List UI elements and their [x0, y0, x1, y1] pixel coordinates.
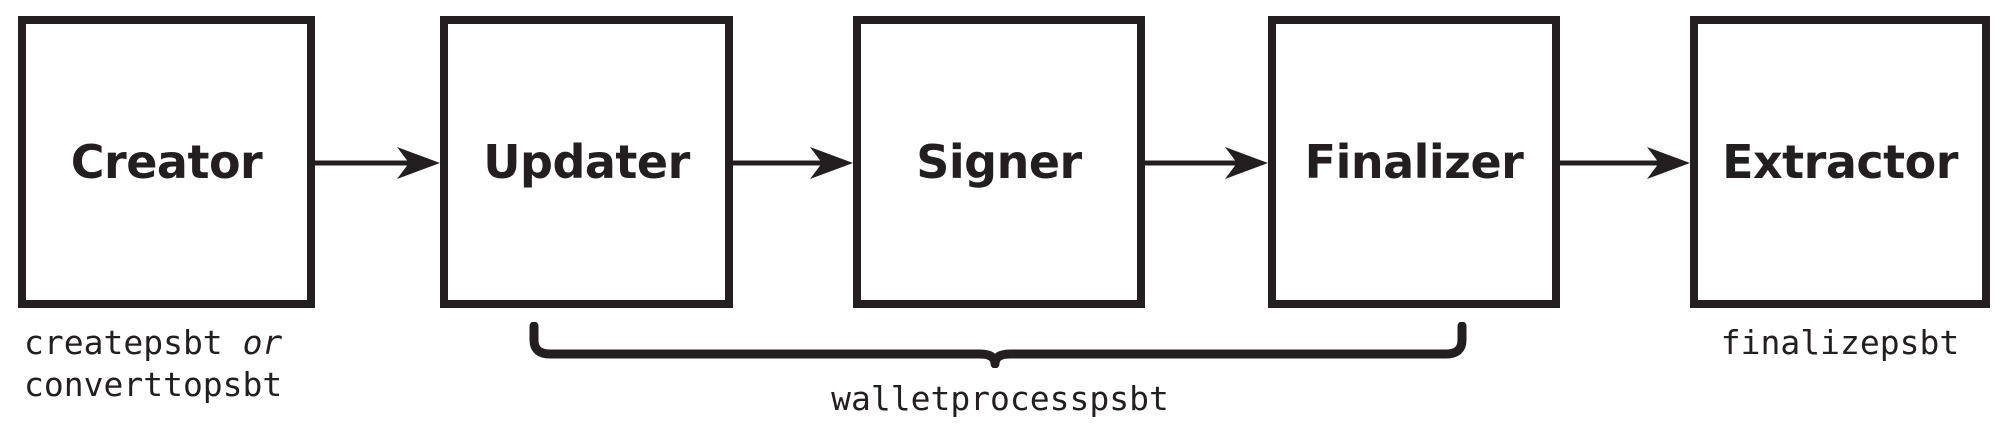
arrow-updater-to-signer	[733, 143, 853, 183]
stage-box-signer: Signer	[853, 16, 1145, 308]
stage-box-finalizer: Finalizer	[1268, 16, 1560, 308]
creator-command-line-2: converttopsbt	[24, 365, 283, 405]
arrow-creator-to-updater	[315, 143, 440, 183]
stage-label-finalizer: Finalizer	[1304, 135, 1524, 189]
extractor-command-label: finalizepsbt	[1720, 323, 1960, 362]
stage-label-signer: Signer	[916, 135, 1082, 189]
walletprocesspsbt-brace	[528, 322, 1474, 368]
creator-command-label: createpsbt or converttopsbt	[24, 322, 282, 406]
stage-label-updater: Updater	[483, 135, 690, 189]
creator-command-createpsbt: createpsbt	[24, 323, 223, 362]
brace-command-label: walletprocesspsbt	[831, 379, 1169, 418]
stage-box-creator: Creator	[18, 16, 315, 308]
creator-command-line-1: createpsbt or	[24, 322, 282, 364]
creator-command-conjunction: or	[242, 323, 283, 362]
stage-label-extractor: Extractor	[1722, 135, 1958, 189]
arrow-signer-to-finalizer	[1145, 143, 1268, 183]
arrow-finalizer-to-extractor	[1560, 143, 1690, 183]
stage-box-extractor: Extractor	[1690, 16, 1990, 308]
stage-label-creator: Creator	[70, 135, 263, 189]
stage-box-updater: Updater	[440, 16, 733, 308]
